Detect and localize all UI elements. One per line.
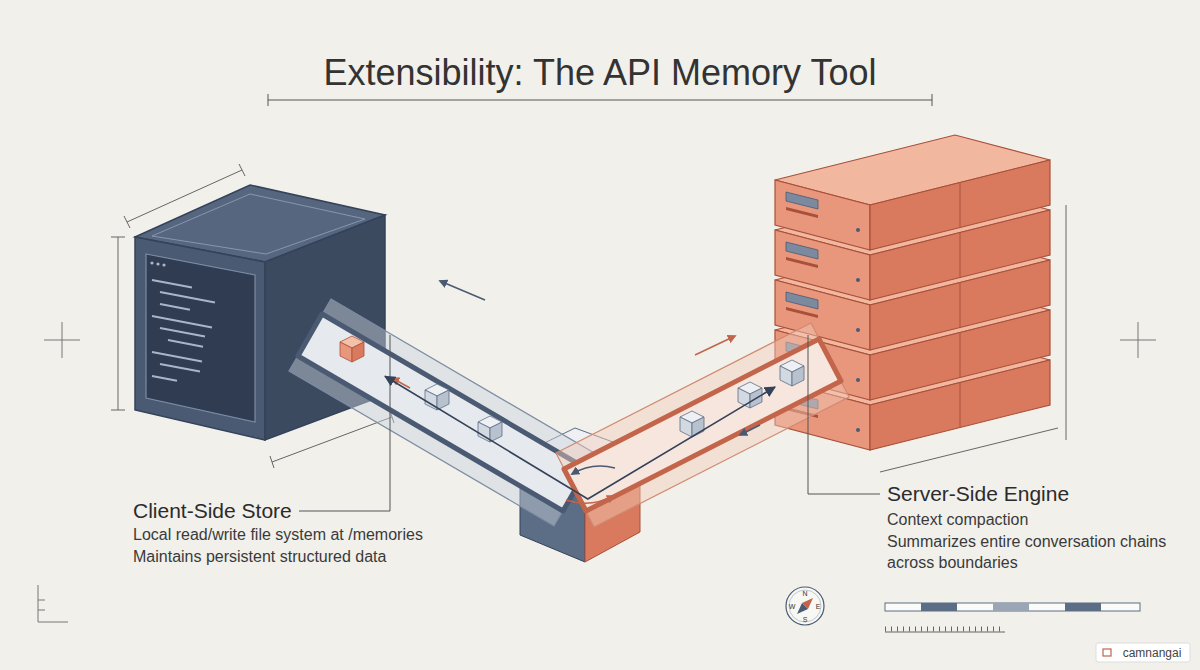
node-heading: Client-Side Store (133, 497, 292, 524)
compass-ring (786, 587, 824, 625)
server-engine: Server-Side EngineContext compactionSumm… (775, 135, 1050, 450)
data-flow-connector (385, 376, 775, 499)
scale-segment (993, 603, 1029, 611)
data-packet (425, 384, 449, 410)
flow-arrow (740, 425, 760, 435)
node-description: Context compaction (887, 510, 1028, 531)
window-dot (150, 261, 153, 264)
node-description: Local read/write file system at /memorie… (133, 525, 423, 546)
leader-line (299, 335, 390, 511)
window-dot (156, 262, 159, 265)
code-screen (146, 254, 255, 422)
pipe-channel (298, 314, 587, 511)
client-store: Client-Side StoreLocal read/write file s… (135, 185, 385, 440)
pipe-channel (564, 339, 841, 511)
flow-arrow (695, 336, 735, 355)
data-packet (738, 382, 762, 408)
compass-letter: N (802, 590, 807, 597)
compass-ring (789, 590, 821, 622)
compass-needle (797, 603, 808, 614)
flow-arrow (572, 466, 615, 474)
leader-line (808, 335, 880, 494)
watermark-plate (1096, 643, 1190, 662)
title-rule (268, 94, 932, 106)
code-lines (152, 280, 215, 381)
server-unit (775, 135, 1050, 250)
scale-segment (1065, 603, 1101, 611)
compass-letter: E (816, 603, 821, 610)
node-description: Maintains persistent structured data (133, 547, 386, 568)
data-packet (780, 360, 804, 386)
glass-pipe (289, 299, 596, 526)
window-dot (162, 263, 165, 266)
watermark: camnangai (1123, 646, 1182, 660)
flow-arrow (440, 281, 485, 300)
data-packet (680, 411, 704, 437)
crosshair (1120, 322, 1156, 358)
dimension-line (111, 237, 125, 410)
cube-front-face (135, 237, 265, 440)
scale-bar (885, 603, 1140, 611)
data-packet (478, 416, 502, 442)
crosshair (44, 322, 80, 358)
watermark-icon (1103, 649, 1111, 656)
data-packet (340, 336, 364, 362)
node-description: Summarizes entire conversation chains ac… (887, 532, 1182, 574)
compass-letter: S (803, 616, 808, 623)
ruler-ticks (885, 627, 1005, 632)
compass-letter: W (789, 603, 796, 610)
ruler-line (885, 632, 1005, 633)
glass-pipe (556, 323, 849, 527)
scale-segment (921, 603, 957, 611)
corner-bracket (38, 585, 68, 622)
diagram-title: Extensibility: The API Memory Tool (0, 52, 1200, 94)
node-heading: Server-Side Engine (887, 480, 1069, 507)
